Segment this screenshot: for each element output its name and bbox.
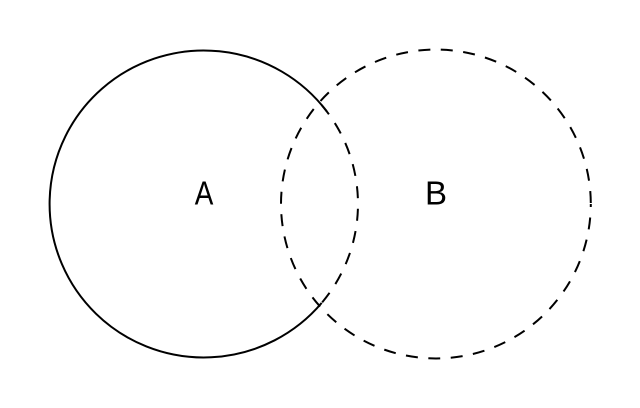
svg-text:B: B: [425, 174, 447, 211]
svg-text:A: A: [195, 174, 214, 211]
